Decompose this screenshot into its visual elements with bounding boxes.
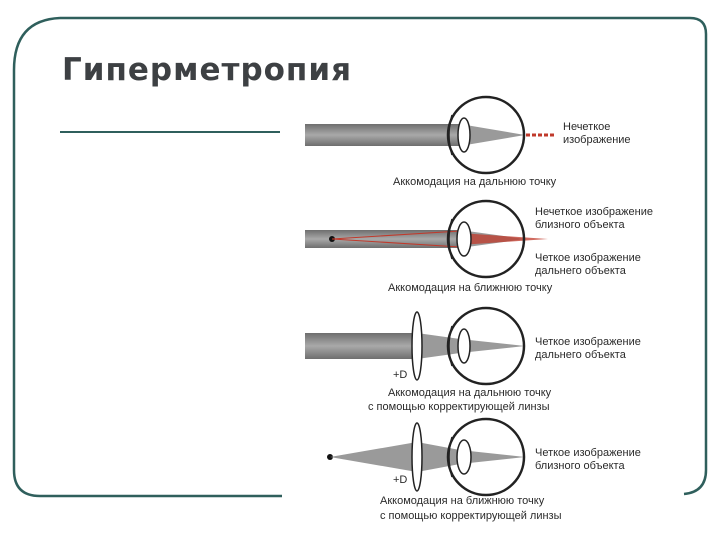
secondary-label-line-2: дальнего объекта xyxy=(535,265,627,277)
corrective-lens xyxy=(411,422,423,492)
lens-power-label: +D xyxy=(393,474,407,486)
panel-caption: Аккомодация на дальнюю точку xyxy=(393,176,557,188)
converging-beam xyxy=(417,333,460,359)
secondary-label-line-1: Четкое изображение xyxy=(535,252,641,264)
refracted-beam xyxy=(460,124,525,146)
panel-far-point: Нечеткое изображение Аккомодация на даль… xyxy=(305,95,631,188)
eye-lens xyxy=(456,221,472,257)
eye-lens xyxy=(457,117,471,153)
eyeball xyxy=(446,417,526,497)
cornea xyxy=(448,114,453,156)
image-label-line-2: близного объекта xyxy=(535,460,625,472)
cornea xyxy=(448,436,453,478)
image-label-line-1: Четкое изображение xyxy=(535,336,641,348)
cornea xyxy=(448,325,453,367)
image-label-line-1: Нечеткое xyxy=(563,121,610,133)
lens-power-label: +D xyxy=(393,369,407,381)
panel-caption-line-2: с помощью корректирующей линзы xyxy=(380,510,562,522)
light-beam xyxy=(305,333,417,359)
near-ray-lower xyxy=(331,238,461,248)
image-label-line-2: изображение xyxy=(563,134,631,146)
eye-lens xyxy=(457,328,471,364)
panel-caption-line-1: Аккомодация на дальнюю точку xyxy=(388,387,552,399)
converging-beam xyxy=(417,442,460,472)
corrective-lens xyxy=(411,311,423,381)
refracted-beam xyxy=(460,450,525,464)
image-label-line-1: Нечеткое изображение xyxy=(535,206,653,218)
eyeball xyxy=(446,306,526,386)
light-beam xyxy=(305,124,460,146)
image-label-line-2: дальнего объекта xyxy=(535,349,627,361)
near-ray-upper xyxy=(331,230,461,240)
page-title: Гиперметропия xyxy=(62,52,352,88)
panel-caption-line-2: с помощью корректирующей линзы xyxy=(368,401,550,413)
title-underline xyxy=(60,131,280,133)
eyeball xyxy=(446,199,526,279)
image-label-line-1: Четкое изображение xyxy=(535,447,641,459)
image-label-line-2: близного объекта xyxy=(535,219,625,231)
panel-near-point-corrected: +D Четкое изображение близного объекта А… xyxy=(327,417,641,522)
cornea xyxy=(448,218,453,260)
panel-far-point-corrected: +D Четкое изображение дальнего объекта А… xyxy=(305,306,641,413)
near-focus-cone xyxy=(460,233,548,245)
panel-near-point: Нечеткое изображение близного объекта Че… xyxy=(305,199,653,294)
eyeball xyxy=(446,95,526,175)
panel-caption-line-1: Аккомодация на ближнюю точку xyxy=(380,495,545,507)
diverging-beam xyxy=(330,442,417,472)
panel-caption: Аккомодация на ближнюю точку xyxy=(388,282,553,294)
eye-lens xyxy=(456,439,472,475)
light-beam xyxy=(305,230,460,248)
refracted-beam xyxy=(460,339,525,353)
